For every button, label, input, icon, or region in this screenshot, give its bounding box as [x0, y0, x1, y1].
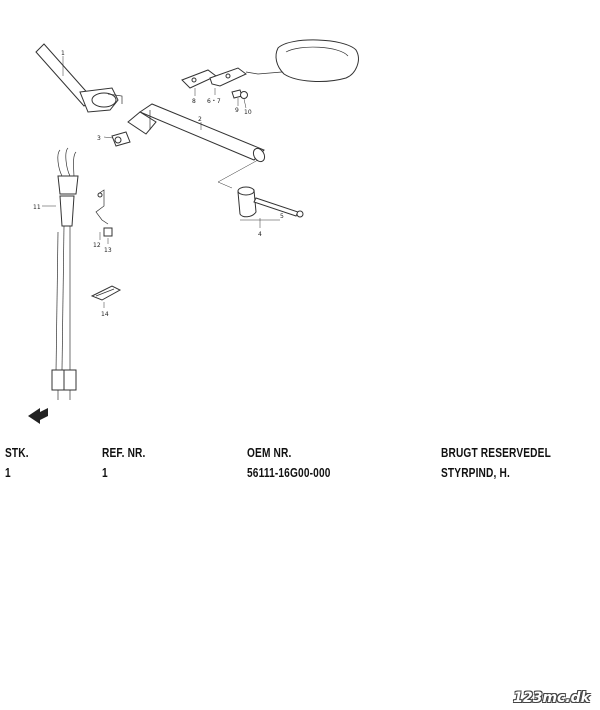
- header-stk: STK.: [5, 445, 29, 460]
- part-1-handlebar[interactable]: [35, 43, 123, 113]
- header-oem-nr: OEM NR.: [247, 445, 292, 460]
- part-3-screw[interactable]: [111, 131, 131, 147]
- part-2-throttle-tube[interactable]: [127, 103, 267, 164]
- table-row[interactable]: 1 1 56111-16G00-000 STYRPIND, H.: [0, 465, 600, 485]
- callout-13: 13: [104, 247, 112, 254]
- callout-9: 9: [235, 107, 239, 114]
- header-part-name: BRUGT RESERVEDEL: [441, 445, 551, 460]
- part-14-clip[interactable]: [90, 285, 122, 301]
- callout-10: 10: [244, 109, 252, 116]
- callout-3: 3: [97, 135, 101, 142]
- cell-stk: 1: [5, 465, 11, 480]
- cell-part-name: STYRPIND, H.: [441, 465, 510, 480]
- front-direction-arrow-icon: [28, 408, 48, 424]
- part-12-cable-clamp[interactable]: [95, 189, 109, 225]
- brand-logo: 123mc.dk: [513, 690, 590, 706]
- callout-4: 4: [258, 231, 262, 238]
- callout-11: 11: [33, 204, 41, 211]
- callout-14: 14: [101, 311, 109, 318]
- parts-table: STK. REF. NR. OEM NR. BRUGT RESERVEDEL 1…: [0, 445, 600, 485]
- cell-oem-nr: 56111-16G00-000: [247, 465, 331, 480]
- part-5-bolt[interactable]: [253, 197, 304, 218]
- part-4-bar-end[interactable]: [237, 186, 257, 218]
- callout-6-7: 6・7: [207, 98, 221, 105]
- callout-2: 2: [198, 116, 202, 123]
- part-13-screw[interactable]: [103, 227, 113, 237]
- part-11-throttle-cables[interactable]: [51, 147, 79, 400]
- callout-1: 1: [61, 50, 65, 57]
- part-10-washer[interactable]: [240, 91, 248, 99]
- parts-exploded-diagram: 1 8 6・7 9 10 2 3: [28, 39, 359, 424]
- callout-12: 12: [93, 242, 101, 249]
- table-header-row: STK. REF. NR. OEM NR. BRUGT RESERVEDEL: [0, 445, 600, 465]
- header-ref-nr: REF. NR.: [102, 445, 146, 460]
- mirror-bracket[interactable]: [181, 67, 247, 89]
- callout-8: 8: [192, 98, 196, 105]
- cell-ref-nr: 1: [102, 465, 108, 480]
- mirror[interactable]: [245, 39, 359, 82]
- callout-5: 5: [280, 213, 284, 220]
